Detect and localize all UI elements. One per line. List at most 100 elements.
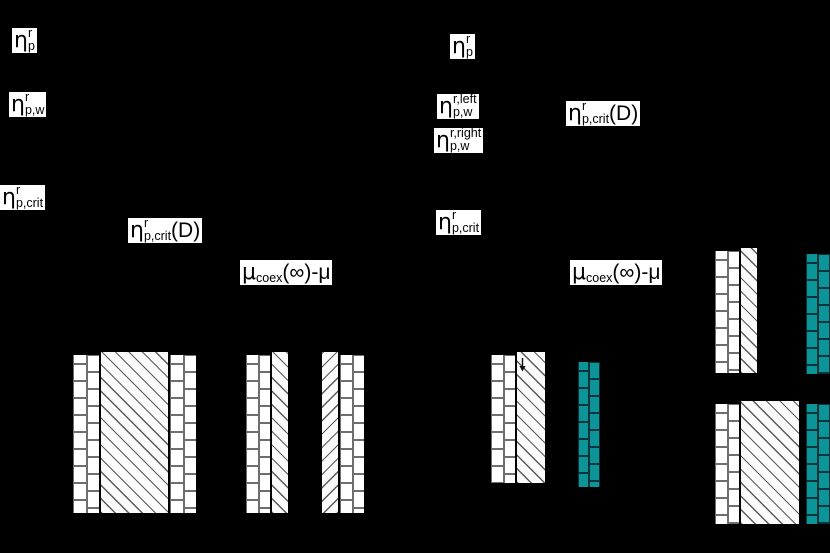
brick <box>87 406 99 423</box>
label-subscript: p,w <box>24 103 45 117</box>
math-label-eta-p-left: ηrpp <box>12 27 37 53</box>
brick <box>589 379 600 396</box>
brick <box>259 474 270 491</box>
brick <box>728 302 739 319</box>
brick <box>259 389 270 406</box>
brick <box>491 482 504 483</box>
slab-R3-wall <box>714 403 740 525</box>
brick <box>818 339 830 356</box>
label-base-symbol: η <box>14 28 28 53</box>
brick <box>715 361 728 373</box>
brick <box>353 355 364 372</box>
brick <box>806 463 818 481</box>
slab-R2-teal <box>806 254 830 374</box>
label-subscript: p,w <box>449 139 470 153</box>
brick <box>715 251 728 260</box>
label-suffix: (D) <box>609 102 639 125</box>
math-label-eta-pcrit-left: ηrp,critp,crit <box>0 184 46 210</box>
label-superscript: r <box>581 99 587 113</box>
brick <box>818 254 830 271</box>
brick <box>170 431 184 449</box>
brick <box>184 491 196 508</box>
label-subscript: p,crit <box>451 221 480 235</box>
brick <box>806 429 818 447</box>
brick <box>259 491 270 508</box>
brick <box>589 447 600 464</box>
brick <box>504 423 515 440</box>
brick <box>170 397 184 415</box>
brick <box>715 293 728 311</box>
brick <box>715 446 728 464</box>
label-suffix: (∞)-μ <box>612 261 661 284</box>
label-subscript: p,crit <box>15 196 44 210</box>
label-base-symbol: η <box>2 185 16 210</box>
brick <box>806 330 818 348</box>
brick <box>170 448 184 466</box>
brick <box>806 364 818 374</box>
label-subscript: p <box>27 39 35 53</box>
brick <box>170 414 184 432</box>
math-label-eta-pcritD-right: ηrp,critp,crit(D) <box>566 99 641 126</box>
label-subscript: p,w <box>452 105 473 119</box>
label-base-symbol: μ <box>572 260 586 285</box>
brick <box>87 440 99 457</box>
brick <box>73 448 87 466</box>
slab-R1-teal <box>578 362 600 487</box>
brick <box>806 347 818 365</box>
brick <box>728 489 739 506</box>
brick-pattern <box>170 355 196 513</box>
brick <box>353 440 364 457</box>
brick <box>806 514 818 524</box>
brick <box>184 508 196 513</box>
brick <box>578 370 589 388</box>
brick <box>353 372 364 389</box>
brick <box>73 355 87 364</box>
brick <box>715 480 728 498</box>
brick <box>728 506 739 523</box>
brick-pattern <box>806 404 830 524</box>
brick <box>728 370 739 373</box>
label-subscript: p <box>465 45 473 59</box>
math-label-eta-pcrit-right: ηrp,critp,crit <box>436 209 482 235</box>
brick <box>818 271 830 288</box>
brick <box>184 355 196 372</box>
brick <box>340 363 353 381</box>
brick <box>246 363 259 381</box>
brick <box>728 268 739 285</box>
brick <box>259 440 270 457</box>
brick <box>353 474 364 491</box>
label-suffix: (D) <box>171 219 201 242</box>
brick <box>87 372 99 389</box>
brick <box>491 465 504 483</box>
label-base-symbol: η <box>436 128 450 153</box>
brick <box>340 499 353 513</box>
brick <box>728 251 739 268</box>
brick <box>340 448 353 466</box>
brick <box>170 465 184 483</box>
label-base-symbol: η <box>438 210 452 235</box>
brick <box>806 313 818 331</box>
slab-R3-hatch <box>740 400 800 525</box>
brick <box>806 279 818 297</box>
brick <box>589 430 600 447</box>
brick <box>806 412 818 430</box>
brick-pattern <box>578 362 600 487</box>
brick <box>340 380 353 398</box>
brick <box>87 389 99 406</box>
brick <box>246 431 259 449</box>
brick <box>578 421 589 439</box>
brick-pattern <box>806 254 830 374</box>
label-subscript: p,crit <box>581 112 610 126</box>
brick <box>818 305 830 322</box>
brick <box>728 353 739 370</box>
slab-R2-hatch <box>740 247 758 374</box>
brick <box>259 457 270 474</box>
brick <box>578 404 589 422</box>
brick <box>818 356 830 373</box>
brick <box>353 508 364 513</box>
brick <box>73 465 87 483</box>
brick <box>715 344 728 362</box>
brick <box>578 472 589 487</box>
brick <box>491 380 504 398</box>
